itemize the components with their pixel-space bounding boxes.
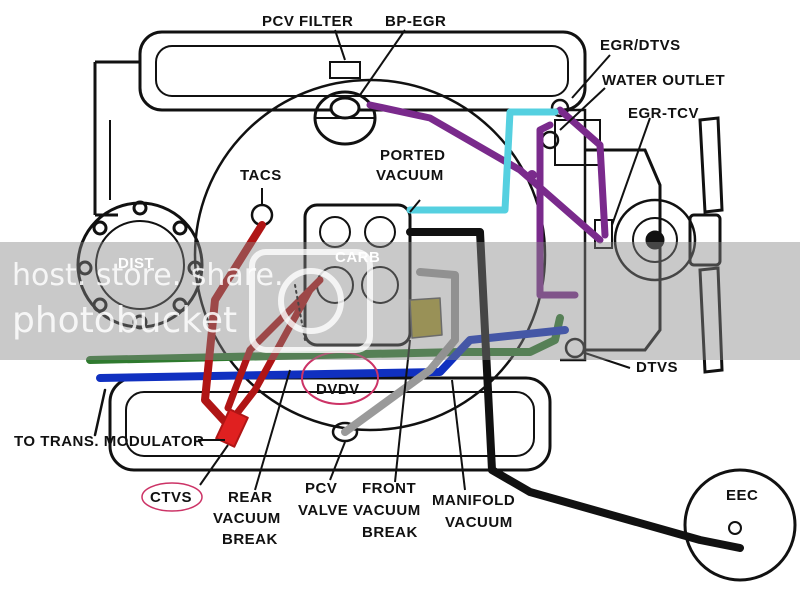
watermark-line1: host. store. share. [12,258,283,293]
photobucket-watermark: host. store. share. photobucket [0,242,800,360]
label-dtvs: DTVS [636,359,678,376]
labels: PCV FILTER BP-EGR EGR/DTVS WATER OUTLET … [14,13,758,548]
label-pcv-filter: PCV FILTER [262,13,353,30]
label-egr-tcv: EGR-TCV [628,105,699,122]
label-egr-dtvs: EGR/DTVS [600,37,681,54]
label-manifold: MANIFOLD [432,492,515,509]
label-front-vacuum: VACUUM [353,502,421,519]
hose-black [406,228,744,552]
hose-red-1 [201,221,266,429]
hose-gray [341,268,459,436]
label-pcv: PCV [305,480,337,497]
label-rear-break: BREAK [222,531,278,548]
label-tacs: TACS [240,167,282,184]
label-rear-vacuum: VACUUM [213,510,281,527]
hose-purple-1 [366,101,604,244]
hose-purple-2 [536,121,579,299]
label-eec: EEC [726,487,758,504]
label-ctvs: CTVS [150,489,192,506]
label-carb: CARB [335,249,380,266]
label-front-break: BREAK [362,524,418,541]
hose-cyan [406,108,559,214]
leader-lines [198,29,651,491]
label-dvdv: DVDV [316,381,360,398]
label-dist: DIST [118,255,154,272]
label-to-trans-modulator: TO TRANS. MODULATOR [14,433,204,450]
ctvs-block [215,408,249,448]
hose-red-2 [224,276,324,412]
label-ported: PORTED [380,147,446,164]
ctvs-callout [141,482,203,512]
label-front: FRONT [362,480,416,497]
hose-blue [96,326,569,382]
label-water-outlet: WATER OUTLET [602,72,725,89]
label-pcv-valve: VALVE [298,502,348,519]
label-ported-vacuum: VACUUM [376,167,444,184]
label-rear: REAR [228,489,273,506]
label-bp-egr: BP-EGR [385,13,446,30]
label-manifold-vacuum: VACUUM [445,514,513,531]
watermark-line2: photobucket [12,300,237,341]
front-vacuum-break [409,297,443,339]
hose-purple-3 [556,106,609,239]
